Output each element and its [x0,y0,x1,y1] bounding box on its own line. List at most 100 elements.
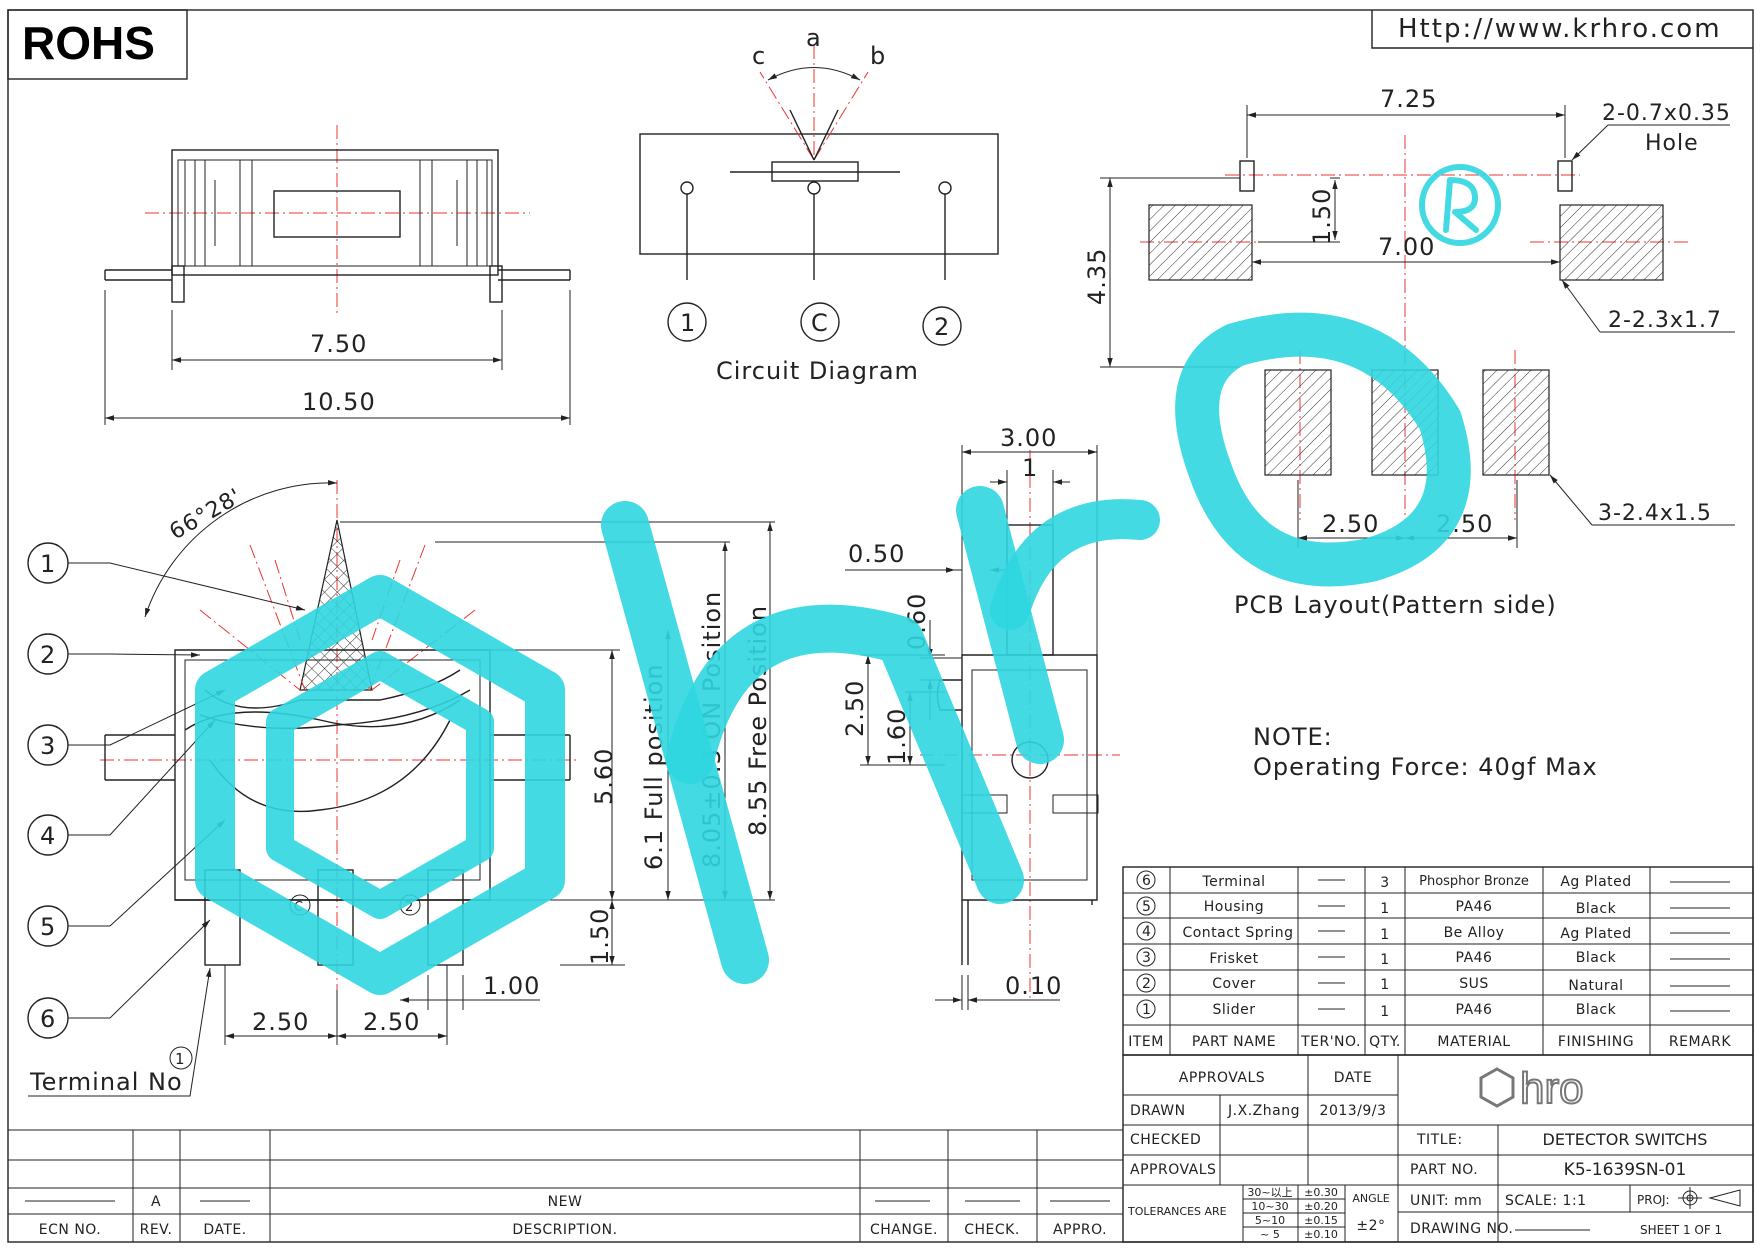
bom-qty: 1 [1380,927,1389,943]
rohs-box: ROHS [7,9,188,80]
bom-qty: 3 [1380,875,1389,891]
front-pitch-right: 2.50 [363,1008,420,1036]
bom-finish: Ag Plated [1560,926,1631,942]
tb-sheet: SHEET 1 OF 1 [1640,1223,1722,1237]
tb-drawing-no-label: DRAWING NO. [1410,1221,1513,1237]
bom-qty: 1 [1380,952,1389,968]
bom-qty: 1 [1380,1004,1389,1020]
pcb-hole-word: Hole [1645,131,1699,156]
bom-row: 2 Cover 1 SUS Natural [1136,973,1730,994]
tb-title-value: DETECTOR SWITCHS [1543,1130,1708,1149]
rev-label-check: CHECK. [964,1222,1020,1238]
tb-checked-label: CHECKED [1130,1132,1201,1148]
tb-tol-value-4: ±0.10 [1304,1228,1338,1241]
bom-row: 5 Housing 1 PA46 Black [1136,896,1730,917]
tb-unit: UNIT: mm [1410,1193,1482,1209]
circuit-caption: Circuit Diagram [716,357,919,385]
circuit-terminal-2: 2 [934,313,950,341]
top-view: 7.50 10.50 [104,125,571,425]
tb-drawn-by: J.X.Zhang [1227,1103,1300,1119]
bom-finish: Ag Plated [1560,874,1631,890]
bom-name: Frisket [1209,951,1258,967]
bom-finish: Black [1576,950,1617,966]
hro-watermark [195,164,1501,995]
bom-header-name: PART NAME [1192,1034,1276,1050]
hro-logo-text: hro [1520,1064,1584,1113]
bom-item: 6 [1142,873,1151,889]
website-box: Http://www.krhro.com [1371,10,1753,49]
tb-angle-value: ±2° [1356,1218,1385,1234]
tb-proj-label: PROJ: [1637,1193,1670,1207]
tb-date-header: DATE [1334,1070,1372,1086]
bom-material: PA46 [1456,899,1493,915]
bom-header-item: ITEM [1128,1034,1164,1050]
bom-name: Terminal [1201,874,1265,890]
revision-block: A NEW ECN NO. REV. DATE. DESCRIPTION. CH… [8,1129,1123,1242]
rev-label-appro: APPRO. [1053,1222,1107,1238]
terminal-no-num: 1 [175,1050,185,1068]
circuit-angle-a: a [806,24,822,52]
bom-finish: Black [1576,901,1617,917]
callout-6: 6 [40,1005,56,1033]
front-angle: 66°28' [166,484,247,545]
side-dim-050: 0.50 [848,540,905,568]
circuit-terminal-c: C [811,309,829,337]
bom-qty: 1 [1380,901,1389,917]
tb-tol-range-4: ~ 5 [1260,1228,1280,1241]
callout-5: 5 [40,913,56,941]
bom-finish: Natural [1568,978,1623,994]
pcb-pad-big-callout: 2-2.3x1.7 [1608,308,1722,333]
bom-name: Housing [1204,899,1264,915]
tb-tol-range-3: 5~10 [1255,1214,1285,1227]
bom-item: 3 [1142,950,1151,966]
bom-material: Phosphor Bronze [1419,874,1529,889]
pcb-dim-top: 7.25 [1380,85,1437,113]
bom-item: 5 [1142,899,1151,915]
website-url: Http://www.krhro.com [1398,14,1722,44]
tb-part-label: PART NO. [1410,1162,1478,1178]
pcb-layout: 7.25 2-0.7x0.35 Hole 1.50 7.00 4.35 2-2.… [1083,85,1735,619]
front-dim-150: 1.50 [586,908,614,965]
tb-tol-value-2: ±0.20 [1304,1200,1338,1213]
rev-label-date: DATE. [203,1222,246,1238]
tb-title-label: TITLE: [1416,1132,1463,1148]
bom-row: 4 Contact Spring 1 Be Alloy Ag Plated [1136,921,1730,943]
pcb-hole-callout: 2-0.7x0.35 [1602,101,1731,126]
side-dim-1: 1 [1022,454,1038,482]
bom-row: 6 Terminal 3 Phosphor Bronze Ag Plated [1136,870,1730,891]
projection-symbol-icon [1678,1187,1741,1209]
pcb-dim-150: 1.50 [1308,188,1336,245]
tb-angle-label: ANGLE [1352,1192,1389,1205]
bom-header-finish: FINISHING [1558,1034,1634,1050]
bom-name: Contact Spring [1182,925,1293,941]
bom-row: 3 Frisket 1 PA46 Black [1136,947,1730,968]
title-block: APPROVALS DATE DRAWN J.X.Zhang 2013/9/3 … [1122,1054,1754,1243]
tb-scale: SCALE: 1:1 [1505,1193,1587,1209]
bom-header-ter: TER'NO. [1300,1034,1361,1050]
tb-approvals-label: APPROVALS [1130,1162,1216,1178]
bom-material: PA46 [1456,1002,1493,1018]
tb-tol-range-2: 10~30 [1251,1200,1288,1213]
circuit-diagram: c a b 1 C 2 Circuit Diagram [639,24,999,385]
tb-tol-value-1: ±0.30 [1304,1186,1338,1199]
circuit-angle-b: b [870,42,886,70]
pcb-caption: PCB Layout(Pattern side) [1234,591,1557,619]
tb-drawn-date: 2013/9/3 [1320,1103,1387,1119]
terminal-no-label: Terminal No [29,1068,183,1096]
bom-header-remark: REMARK [1669,1034,1731,1050]
front-dim-100: 1.00 [483,972,540,1000]
sheet-border [7,9,1754,1243]
bom-header-qty: QTY. [1369,1034,1401,1050]
bom-name: Cover [1212,976,1256,992]
pcb-pad-small-callout: 3-2.4x1.5 [1598,501,1712,526]
rev-label-description: DESCRIPTION. [512,1222,617,1238]
tb-approvals-header: APPROVALS [1179,1070,1265,1086]
rev-label-ecn: ECN NO. [39,1222,101,1238]
bom-material: SUS [1459,976,1489,992]
callout-3: 3 [40,732,56,760]
rev-label-change: CHANGE. [870,1222,938,1238]
top-dim-outer: 10.50 [302,388,376,416]
pcb-pitch-left: 2.50 [1322,510,1379,538]
rev-description-value: NEW [548,1194,583,1210]
